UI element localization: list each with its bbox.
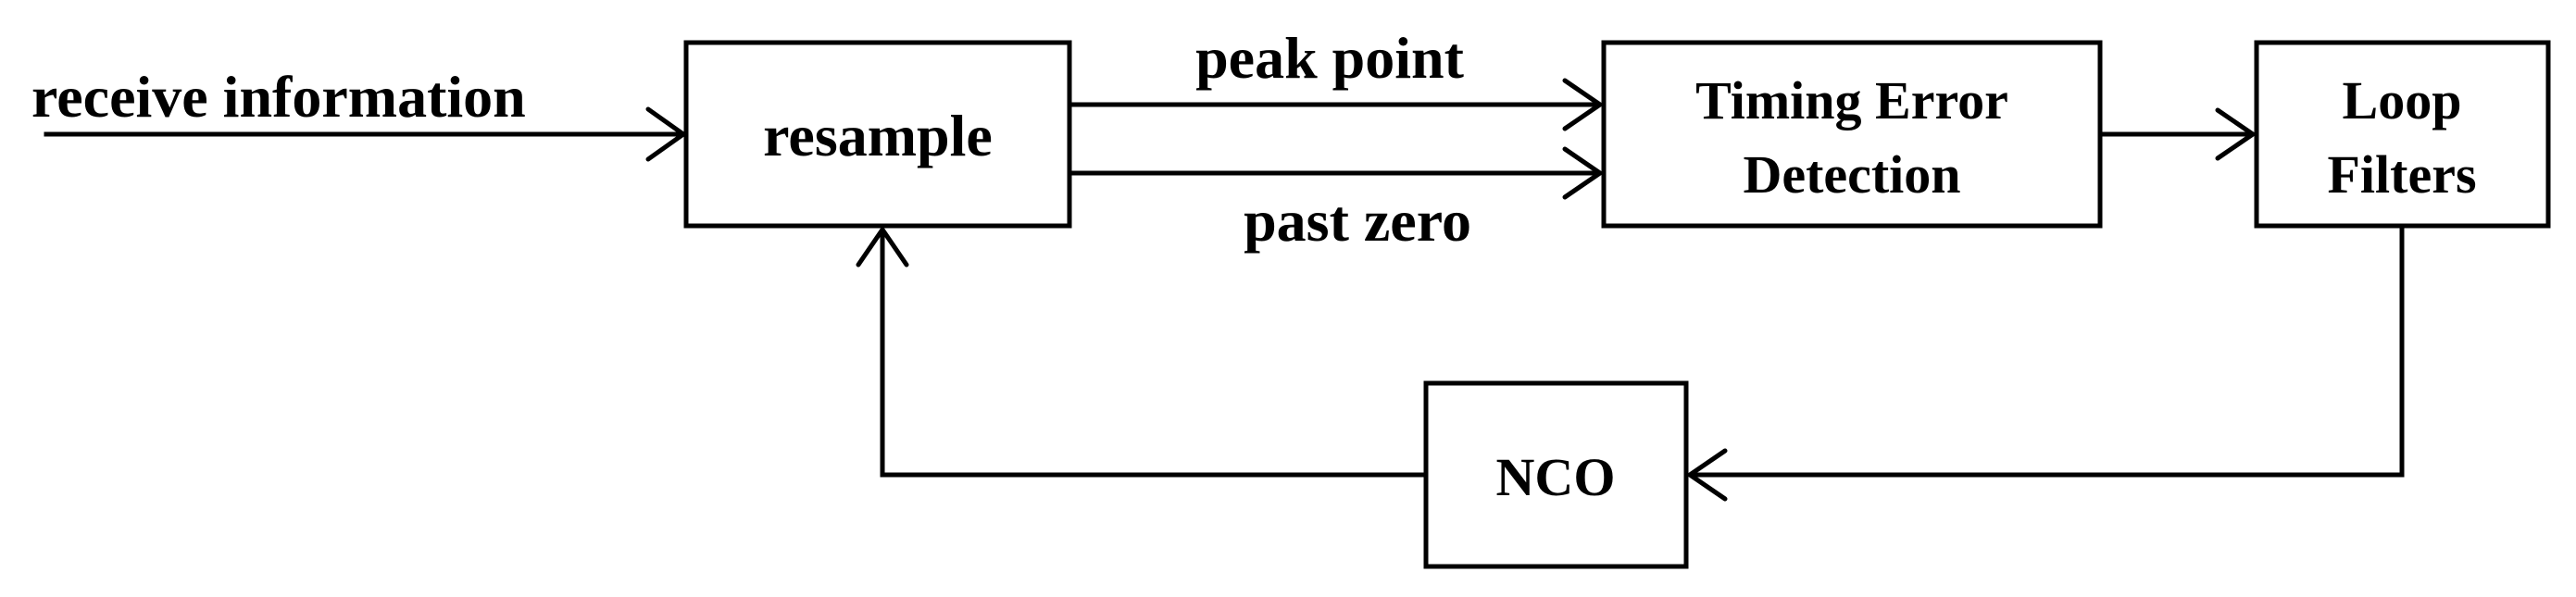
past-zero-arrowhead <box>1562 146 1605 200</box>
loop-filters-block: Loop Filters <box>2254 40 2551 229</box>
timing-error-detection-label-line1: Timing Error <box>1695 70 2008 131</box>
peak-point-arrowhead <box>1562 78 1605 131</box>
peak-point-connector: peak point <box>1067 25 1605 131</box>
past-zero-label: past zero <box>1244 188 1471 254</box>
ted-to-loop-filters-connector <box>2097 107 2257 161</box>
loop-filters-label-line1: Loop <box>2343 70 2462 131</box>
loop-filters-to-nco-line <box>1691 223 2405 478</box>
resample-block: resample <box>683 40 1072 229</box>
ted-to-loop-filters-arrowhead <box>2215 107 2257 161</box>
past-zero-connector: past zero <box>1067 146 1605 254</box>
input-connector: receive information <box>31 64 688 162</box>
nco-to-resample-connector <box>856 225 1429 478</box>
peak-point-label: peak point <box>1195 25 1465 91</box>
loop-filters-box <box>2254 40 2551 229</box>
nco-to-resample-line <box>880 230 1429 478</box>
nco-to-resample-arrowhead <box>856 225 909 267</box>
input-label: receive information <box>31 64 526 130</box>
loop-filters-label-line2: Filters <box>2327 144 2476 205</box>
timing-error-detection-label-line2: Detection <box>1743 144 1960 205</box>
timing-error-detection-block: Timing Error Detection <box>1601 40 2103 229</box>
nco-block: NCO <box>1423 380 1689 569</box>
nco-label: NCO <box>1496 447 1616 507</box>
loop-filters-to-nco-arrowhead <box>1685 448 1728 502</box>
loop-filters-to-nco-connector <box>1685 223 2405 502</box>
resample-label: resample <box>763 103 993 168</box>
nco-box <box>1423 380 1689 569</box>
input-arrowhead <box>645 106 688 162</box>
resample-box <box>683 40 1072 229</box>
